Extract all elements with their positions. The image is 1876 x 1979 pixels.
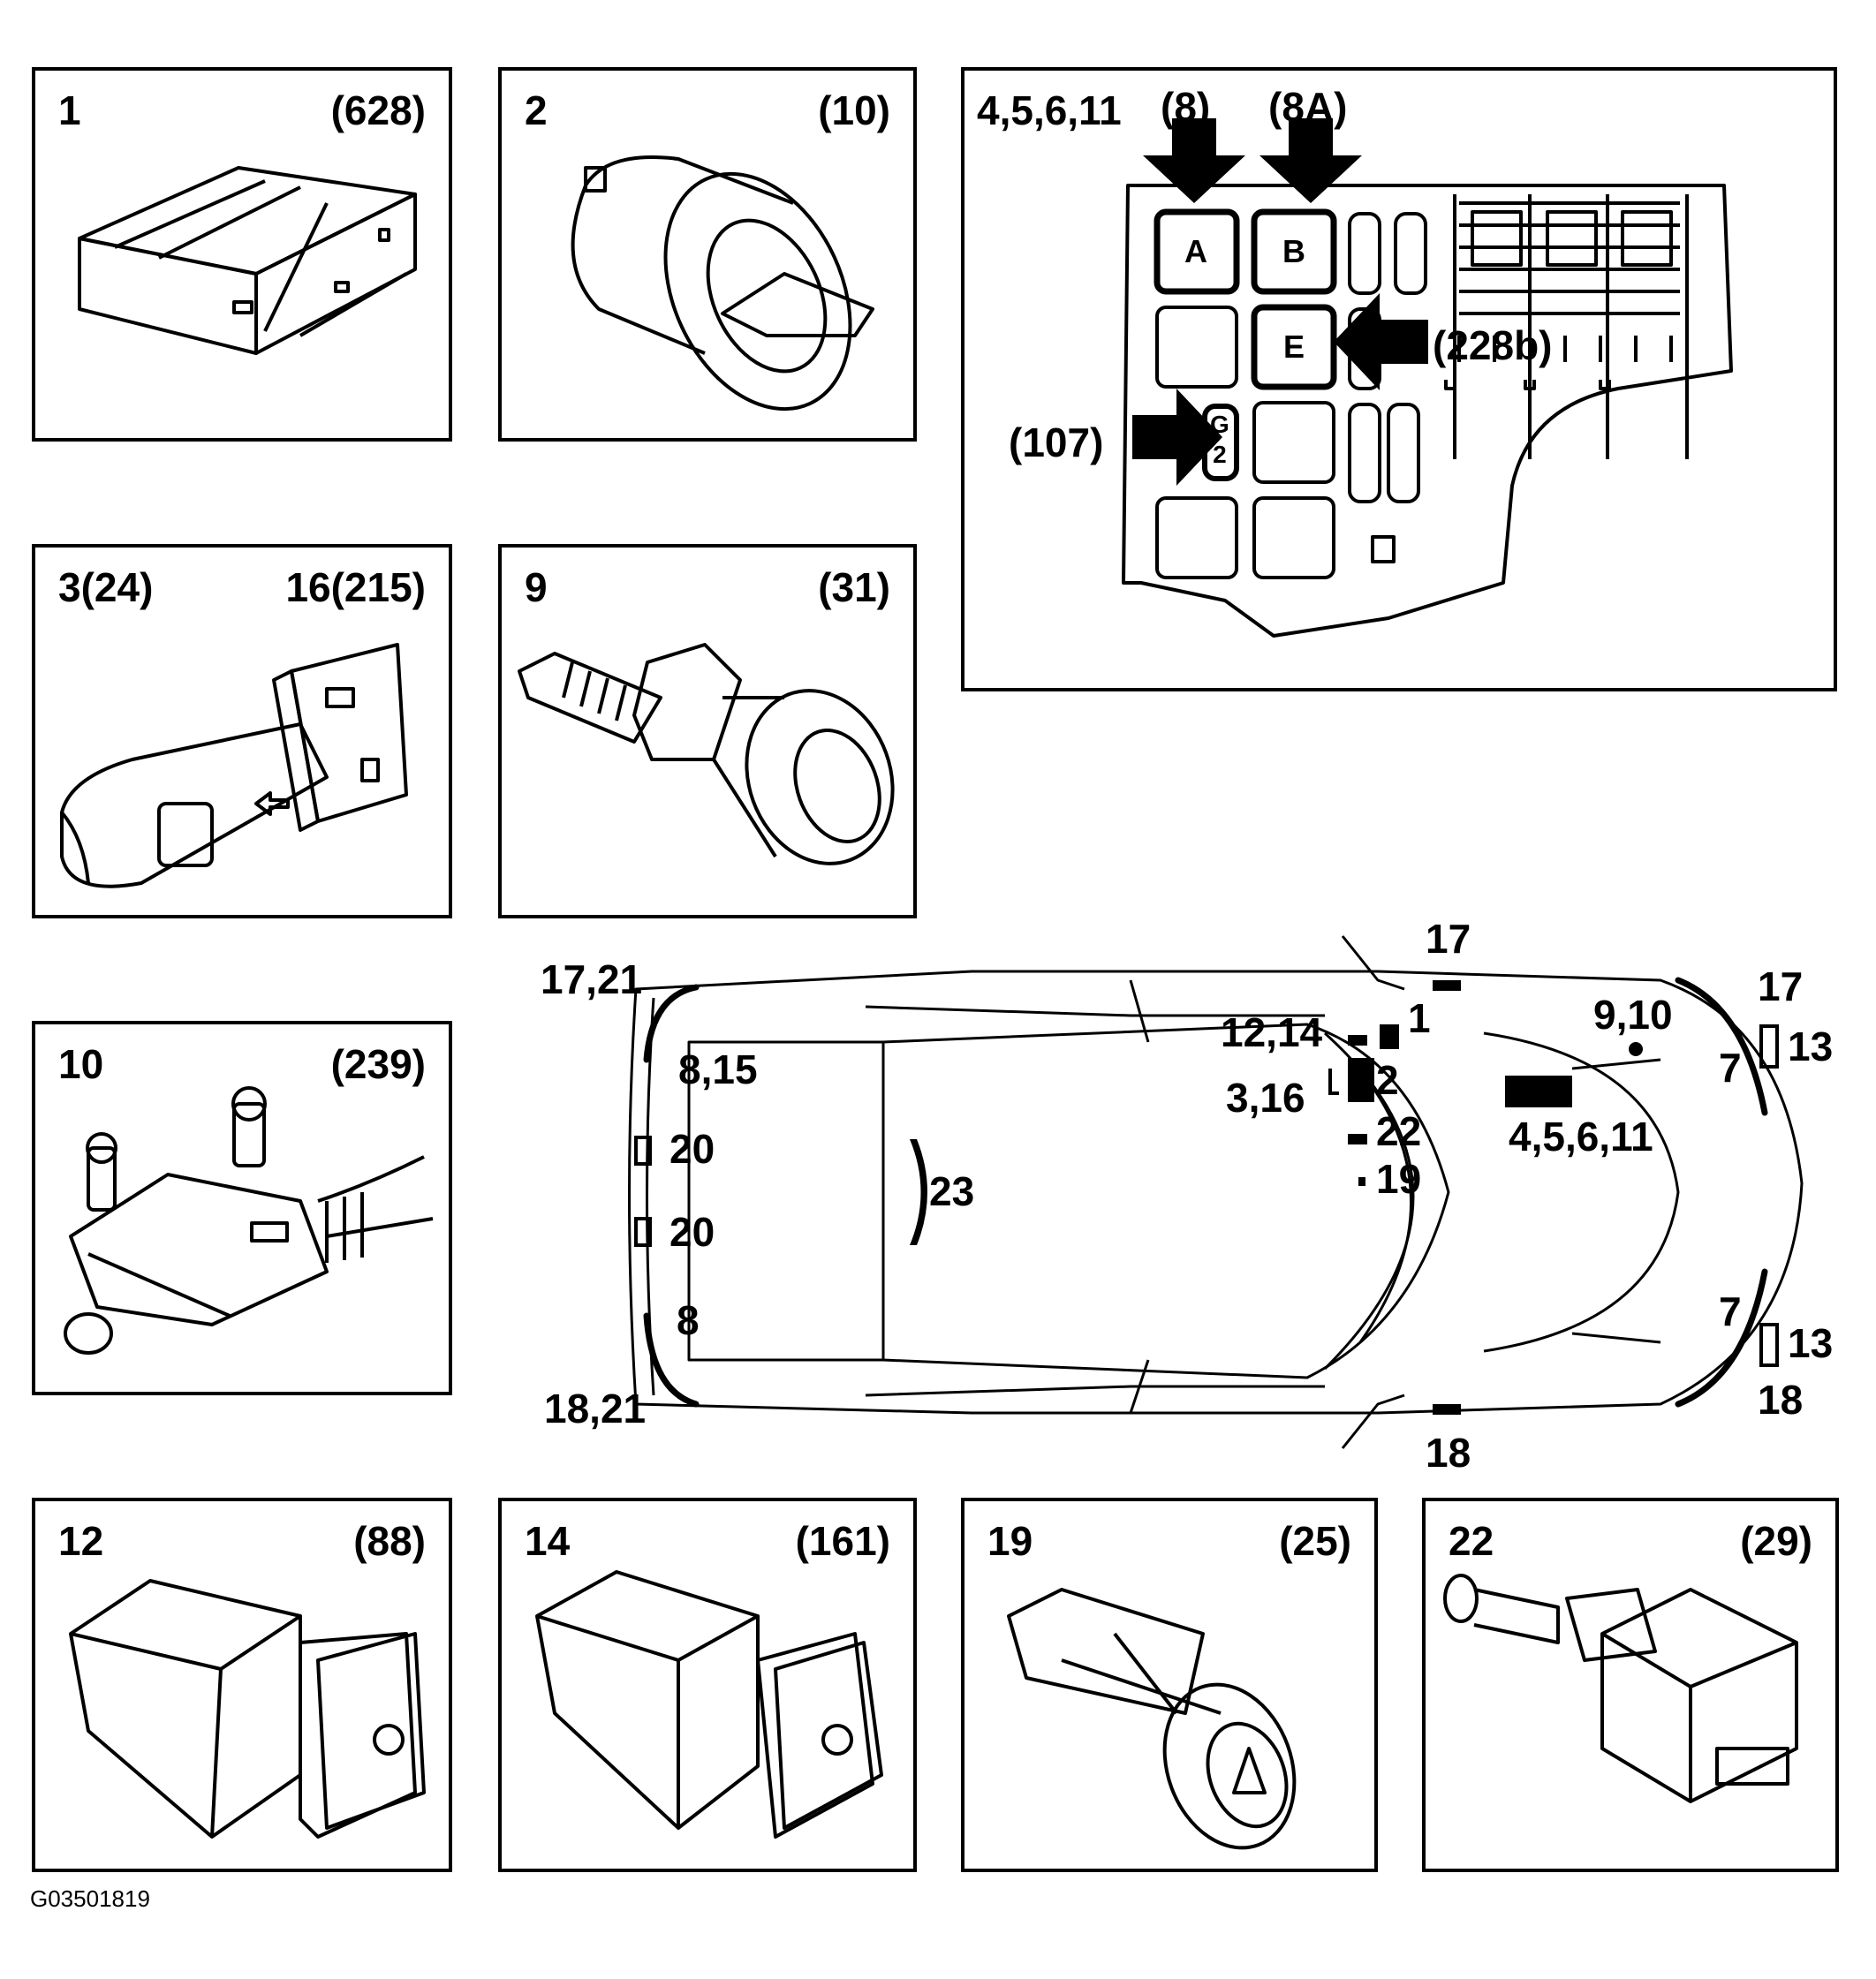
panel-number: 3(24) [58, 564, 154, 610]
light-switch-illustration [571, 155, 874, 412]
panel-number: 1 [58, 87, 81, 133]
location-13-lower: 13 [1788, 1320, 1834, 1366]
location-18-bottom: 18 [1426, 1430, 1471, 1476]
location-4-5-6-11: 4,5,6,11 [1509, 1114, 1653, 1159]
component-panel-19: 19 (25) [961, 1498, 1378, 1872]
location-7-upper: 7 [1719, 1045, 1742, 1091]
relay-e: E [1283, 329, 1305, 365]
panel-reference: (239) [330, 1041, 426, 1087]
relay-107-label: (107) [1009, 419, 1104, 465]
component-panel-14: 14 (161) [498, 1498, 917, 1872]
panel-number: 19 [987, 1518, 1033, 1564]
location-9-10: 9,10 [1593, 992, 1673, 1038]
location-3-16: 3,16 [1226, 1075, 1305, 1121]
stalk-switch-illustration [60, 643, 408, 888]
panel-number: 12 [58, 1518, 104, 1564]
panel-reference: (628) [330, 87, 426, 133]
relay-b: B [1282, 233, 1305, 269]
location-2: 2 [1376, 1057, 1399, 1103]
component-panel-12: 12 (88) [32, 1498, 452, 1872]
location-12-14: 12,14 [1221, 1009, 1323, 1055]
location-20-lower: 20 [669, 1209, 715, 1255]
location-1: 1 [1408, 995, 1431, 1041]
component-panel-9: 9 (31) [498, 544, 917, 918]
panel-reference: (29) [1740, 1518, 1812, 1564]
component-panel-2: 2 (10) [498, 67, 917, 442]
brake-light-switch-illustration [1443, 1574, 1798, 1803]
location-7-lower: 7 [1719, 1288, 1742, 1334]
hazard-switch-illustration [1007, 1588, 1297, 1850]
fuse-box-illustration [1122, 118, 1733, 638]
location-22: 22 [1376, 1108, 1422, 1154]
fuse-box-title: 4,5,6,11 [977, 87, 1122, 133]
control-module-illustration [78, 166, 417, 355]
location-8-15: 8,15 [678, 1046, 758, 1092]
location-17-top: 17 [1426, 916, 1471, 962]
component-panel-22: 22 (29) [1422, 1498, 1839, 1872]
panel-reference: 16(215) [285, 564, 426, 610]
location-19: 19 [1376, 1156, 1422, 1202]
component-panel-10: 10 (239) [32, 1021, 452, 1395]
panel-number: 10 [58, 1041, 104, 1087]
relay-228b-label: (228b) [1433, 322, 1553, 368]
component-panel-3-16: 3(24) 16(215) [32, 544, 452, 918]
rear-fog-switch-illustration [535, 1570, 883, 1839]
fog-lamp-switch-illustration [69, 1579, 426, 1839]
fuse-box-panel: 4,5,6,11 (8) (8A) (228b) (107) [961, 67, 1837, 691]
figure-code: G03501819 [30, 1885, 150, 1912]
relay-a: A [1184, 233, 1207, 269]
location-13-upper: 13 [1788, 1023, 1834, 1069]
location-18-21: 18,21 [544, 1386, 647, 1431]
reverse-switch-illustration [518, 643, 895, 865]
wiper-motor-illustration [64, 1086, 434, 1355]
location-20-upper: 20 [669, 1126, 715, 1172]
panel-number: 14 [525, 1518, 571, 1564]
component-panel-1: 1 (628) [32, 67, 452, 442]
location-17-21: 17,21 [541, 956, 643, 1002]
location-18-right: 18 [1758, 1377, 1804, 1423]
location-17-right: 17 [1758, 963, 1804, 1009]
panel-reference: (10) [818, 87, 890, 133]
panel-reference: (31) [818, 564, 890, 610]
panel-number: 22 [1449, 1518, 1494, 1564]
panel-number: 2 [525, 87, 548, 133]
panel-reference: (88) [353, 1518, 426, 1564]
panel-reference: (161) [795, 1518, 890, 1564]
location-23: 23 [929, 1168, 975, 1214]
relay-g2: G 2 [1210, 411, 1229, 468]
panel-number: 9 [525, 564, 548, 610]
location-8: 8 [677, 1297, 700, 1343]
panel-reference: (25) [1279, 1518, 1351, 1564]
